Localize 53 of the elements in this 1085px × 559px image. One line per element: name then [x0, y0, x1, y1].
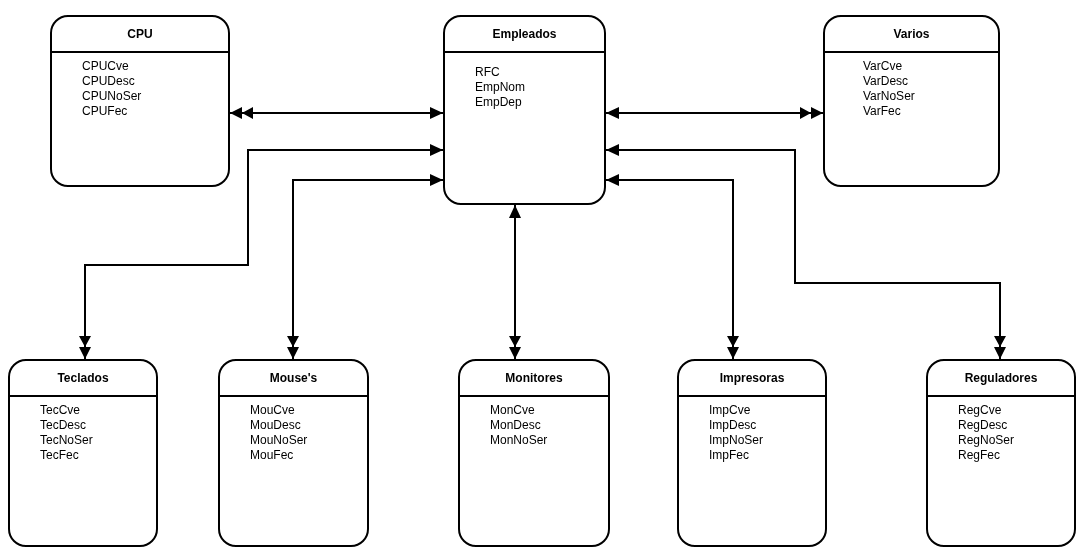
entity-name: Varios [893, 27, 930, 41]
attribute-name: CPUCve [82, 59, 129, 74]
attribute-name: VarFec [863, 104, 901, 119]
attribute-name: RegFec [958, 448, 1001, 463]
attribute-name: RFC [475, 65, 500, 80]
attribute-name: TecNoSer [40, 433, 93, 448]
attribute-name: VarCve [863, 59, 903, 74]
entity-name: Monitores [505, 371, 563, 385]
attribute-name: MonCve [490, 403, 535, 418]
attribute-name: CPUNoSer [82, 89, 142, 104]
attribute-name: EmpDep [475, 95, 522, 110]
entity-name: Teclados [57, 371, 109, 385]
entity-box [458, 359, 610, 547]
entity-box [823, 15, 1000, 187]
attribute-name: CPUDesc [82, 74, 135, 89]
relationship-arrow [509, 204, 521, 360]
attribute-name: EmpNom [475, 80, 525, 95]
attribute-name: CPUFec [82, 104, 128, 119]
attribute-name: MouCve [250, 403, 295, 418]
attribute-name: ImpFec [709, 448, 749, 463]
entity-name: Reguladores [964, 371, 1038, 385]
attribute-name: RegDesc [958, 418, 1008, 433]
attribute-name: ImpNoSer [709, 433, 764, 448]
attribute-name: RegCve [958, 403, 1002, 418]
attribute-name: MouNoSer [250, 433, 308, 448]
attribute-name: VarNoSer [863, 89, 915, 104]
entity-name: Mouse's [269, 371, 318, 385]
attribute-name: TecCve [40, 403, 80, 418]
entity-box [218, 359, 369, 547]
attribute-name: MouDesc [250, 418, 301, 433]
entity-name: CPU [127, 27, 153, 41]
relationship-arrow [79, 144, 444, 360]
relationship-arrow [287, 174, 444, 360]
entity-name: Impresoras [719, 371, 785, 385]
entity-box [677, 359, 827, 547]
entity-box [50, 15, 230, 187]
entity-name: Empleados [492, 27, 557, 41]
entity-box [443, 15, 606, 205]
attribute-name: TecFec [40, 448, 79, 463]
attribute-name: ImpDesc [709, 418, 757, 433]
relationship-arrow [605, 144, 1006, 360]
entity-box [926, 359, 1076, 547]
attribute-name: MonDesc [490, 418, 541, 433]
attribute-name: TecDesc [40, 418, 86, 433]
attribute-name: ImpCve [709, 403, 751, 418]
relationship-arrow [229, 107, 444, 119]
relationship-arrow [605, 107, 824, 119]
attribute-name: VarDesc [863, 74, 909, 89]
entity-box [8, 359, 158, 547]
attribute-name: MouFec [250, 448, 294, 463]
relationship-arrow [605, 174, 739, 360]
attribute-name: RegNoSer [958, 433, 1015, 448]
attribute-name: MonNoSer [490, 433, 548, 448]
